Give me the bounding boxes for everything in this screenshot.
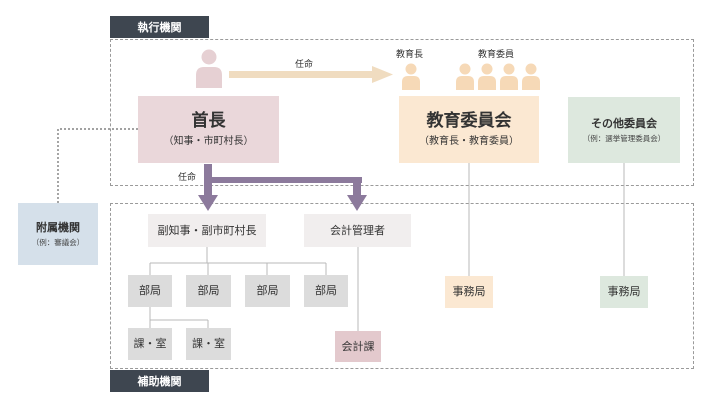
- superintendent-label: 教育長: [396, 50, 424, 60]
- department-box-1: 部局: [128, 275, 172, 307]
- department-box-2: 部局: [186, 275, 231, 307]
- member-person-icon-3: [500, 63, 518, 90]
- vice-head-box: 副知事・副市町村長: [148, 214, 266, 247]
- member-person-icon-2: [478, 63, 496, 90]
- vice-head-label: 副知事・副市町村長: [157, 223, 257, 237]
- head-person-icon: [196, 49, 222, 88]
- other-committee-subtitle: （例：選挙管理委員会）: [582, 133, 666, 143]
- appoint-label-mid: 任命: [178, 173, 197, 183]
- executive-region: [110, 39, 694, 186]
- appoint-arrow-head: [372, 66, 393, 83]
- members-label: 教育委員: [478, 50, 515, 60]
- accountant-arrow-head: [347, 195, 367, 211]
- auxiliary-region: [110, 203, 694, 369]
- head-subtitle: （知事・市町村長）: [163, 135, 254, 147]
- board-secretariat-label: 事務局: [452, 285, 486, 299]
- other-committee-title: その他委員会: [591, 116, 657, 130]
- section-box-1: 課・室: [128, 328, 172, 360]
- executive-tag: 執行機関: [110, 16, 209, 38]
- department-label: 部局: [139, 284, 161, 298]
- member-person-icon-1: [456, 63, 474, 90]
- head-title: 首長: [191, 110, 226, 131]
- other-secretariat-box: 事務局: [600, 276, 648, 308]
- attached-organ-title: 附属機関: [36, 220, 80, 234]
- superintendent-person-icon: [402, 63, 420, 90]
- department-label: 部局: [197, 284, 220, 298]
- head-box: 首長 （知事・市町村長）: [138, 96, 279, 163]
- appoint-arrow-shaft: [229, 71, 374, 78]
- accounting-section-box: 会計課: [335, 331, 381, 362]
- member-person-icon-4: [522, 63, 540, 90]
- department-box-4: 部局: [304, 275, 348, 307]
- accountant-label: 会計管理者: [330, 223, 385, 237]
- other-secretariat-label: 事務局: [607, 285, 641, 299]
- board-subtitle: （教育長・教育委員）: [419, 135, 519, 147]
- appoint-label-top: 任命: [295, 60, 314, 70]
- department-label: 部局: [256, 284, 279, 298]
- section-label: 課・室: [192, 337, 225, 351]
- department-label: 部局: [315, 284, 337, 298]
- accountant-box: 会計管理者: [304, 214, 411, 247]
- accountant-arrow-shaft: [353, 177, 361, 196]
- attached-organ-box: 附属機関 （例：審議会）: [18, 203, 98, 265]
- attached-organ-subtitle: （例：審議会）: [31, 237, 85, 247]
- attached-dotted-line: [57, 128, 138, 203]
- accounting-section-label: 会計課: [341, 339, 375, 353]
- section-label: 課・室: [133, 337, 167, 351]
- board-box: 教育委員会 （教育長・教育委員）: [399, 96, 539, 163]
- other-committee-box: その他委員会 （例：選挙管理委員会）: [568, 97, 680, 163]
- section-box-2: 課・室: [186, 328, 231, 360]
- auxiliary-tag: 補助機関: [110, 370, 209, 392]
- department-box-3: 部局: [245, 275, 290, 307]
- accountant-arrow-branch: [204, 177, 362, 183]
- board-title: 教育委員会: [426, 110, 512, 131]
- vice-arrow-head: [198, 195, 218, 211]
- board-secretariat-box: 事務局: [445, 276, 493, 308]
